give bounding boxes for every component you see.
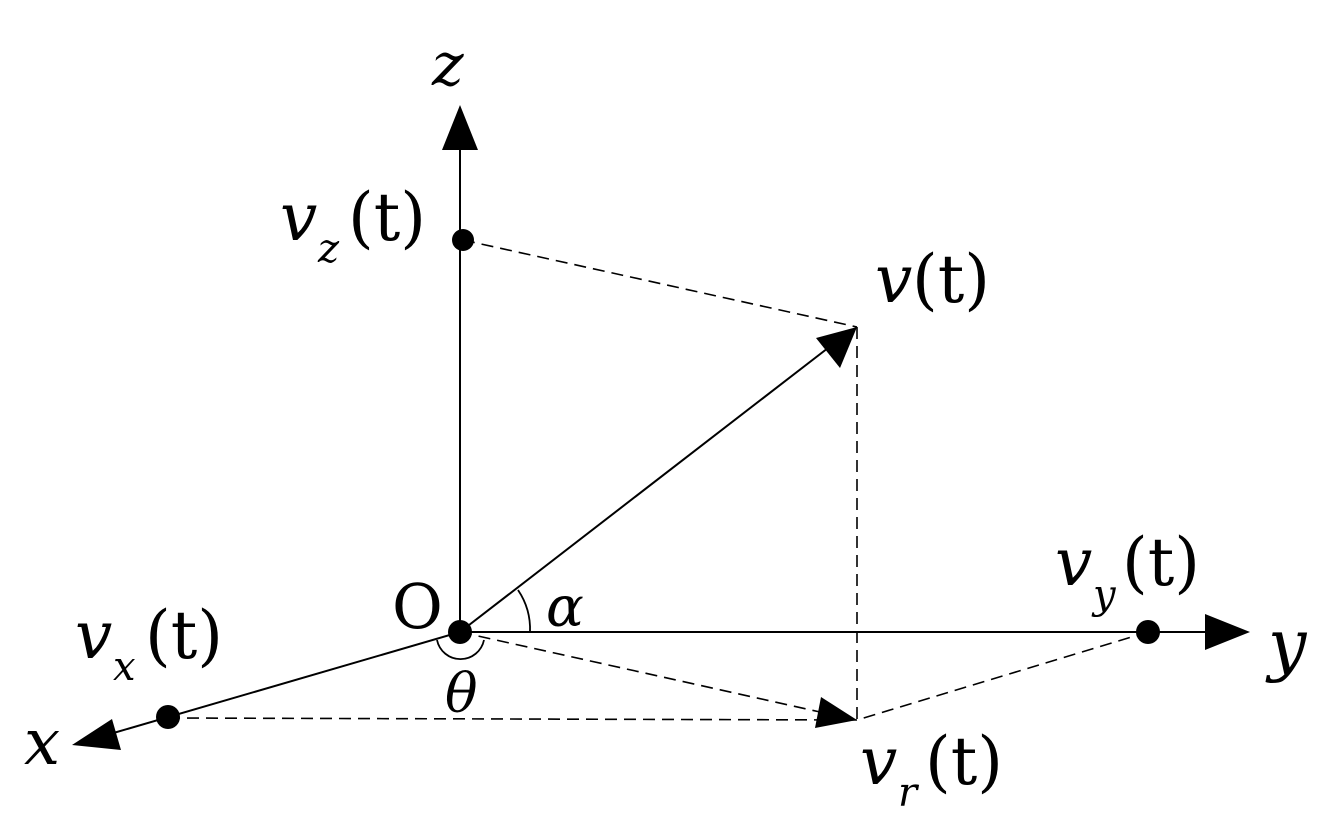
z-axis-label: z	[431, 30, 464, 100]
v-vector-arrowhead	[816, 327, 857, 368]
vx-point	[156, 705, 180, 729]
y-axis-arrowhead	[1205, 614, 1250, 650]
alpha-angle-arc	[517, 589, 531, 633]
theta-label: θ	[445, 662, 478, 725]
vx-to-vr-dashed	[167, 717, 858, 721]
theta-angle-arc	[436, 639, 485, 660]
vz-label-base: v	[280, 179, 317, 256]
vx-label-sub: x	[113, 644, 136, 690]
vx-label-arg: (t)	[145, 597, 223, 674]
x-axis-arrowhead	[72, 719, 121, 750]
vx-label-base: v	[75, 597, 112, 674]
vy-label-sub: y	[1091, 572, 1117, 618]
vr-label-sub: r	[898, 770, 920, 816]
x-axis-label: x	[24, 706, 60, 780]
vz-label: v z (t)	[280, 179, 426, 272]
vx-label: v x (t)	[75, 597, 223, 690]
vy-label-arg: (t)	[1122, 524, 1200, 601]
y-axis-label: y	[1265, 606, 1308, 685]
v-label-base: v	[875, 241, 912, 318]
vy-label-base: v	[1055, 524, 1092, 601]
origin-point	[448, 620, 472, 644]
alpha-label: α	[546, 575, 584, 640]
v-vector-line	[459, 347, 829, 633]
vr-vector-arrowhead	[815, 697, 857, 728]
vr-label-arg: (t)	[925, 723, 1003, 800]
vr-label: v r (t)	[860, 723, 1003, 816]
origin-label: O	[392, 570, 443, 643]
vy-to-vr-dashed	[856, 631, 1149, 721]
vz-to-v-dashed	[462, 239, 858, 328]
vy-point	[1136, 620, 1160, 644]
vz-label-arg: (t)	[348, 179, 426, 256]
vz-point	[452, 229, 474, 251]
v-label-arg: (t)	[912, 241, 990, 318]
vy-label: v y (t)	[1055, 524, 1200, 618]
v-label: v (t)	[875, 241, 990, 318]
vr-label-base: v	[860, 723, 897, 800]
vz-label-sub: z	[317, 226, 340, 272]
z-axis-arrowhead	[442, 105, 478, 150]
origin-to-vr-dashed	[459, 631, 821, 713]
